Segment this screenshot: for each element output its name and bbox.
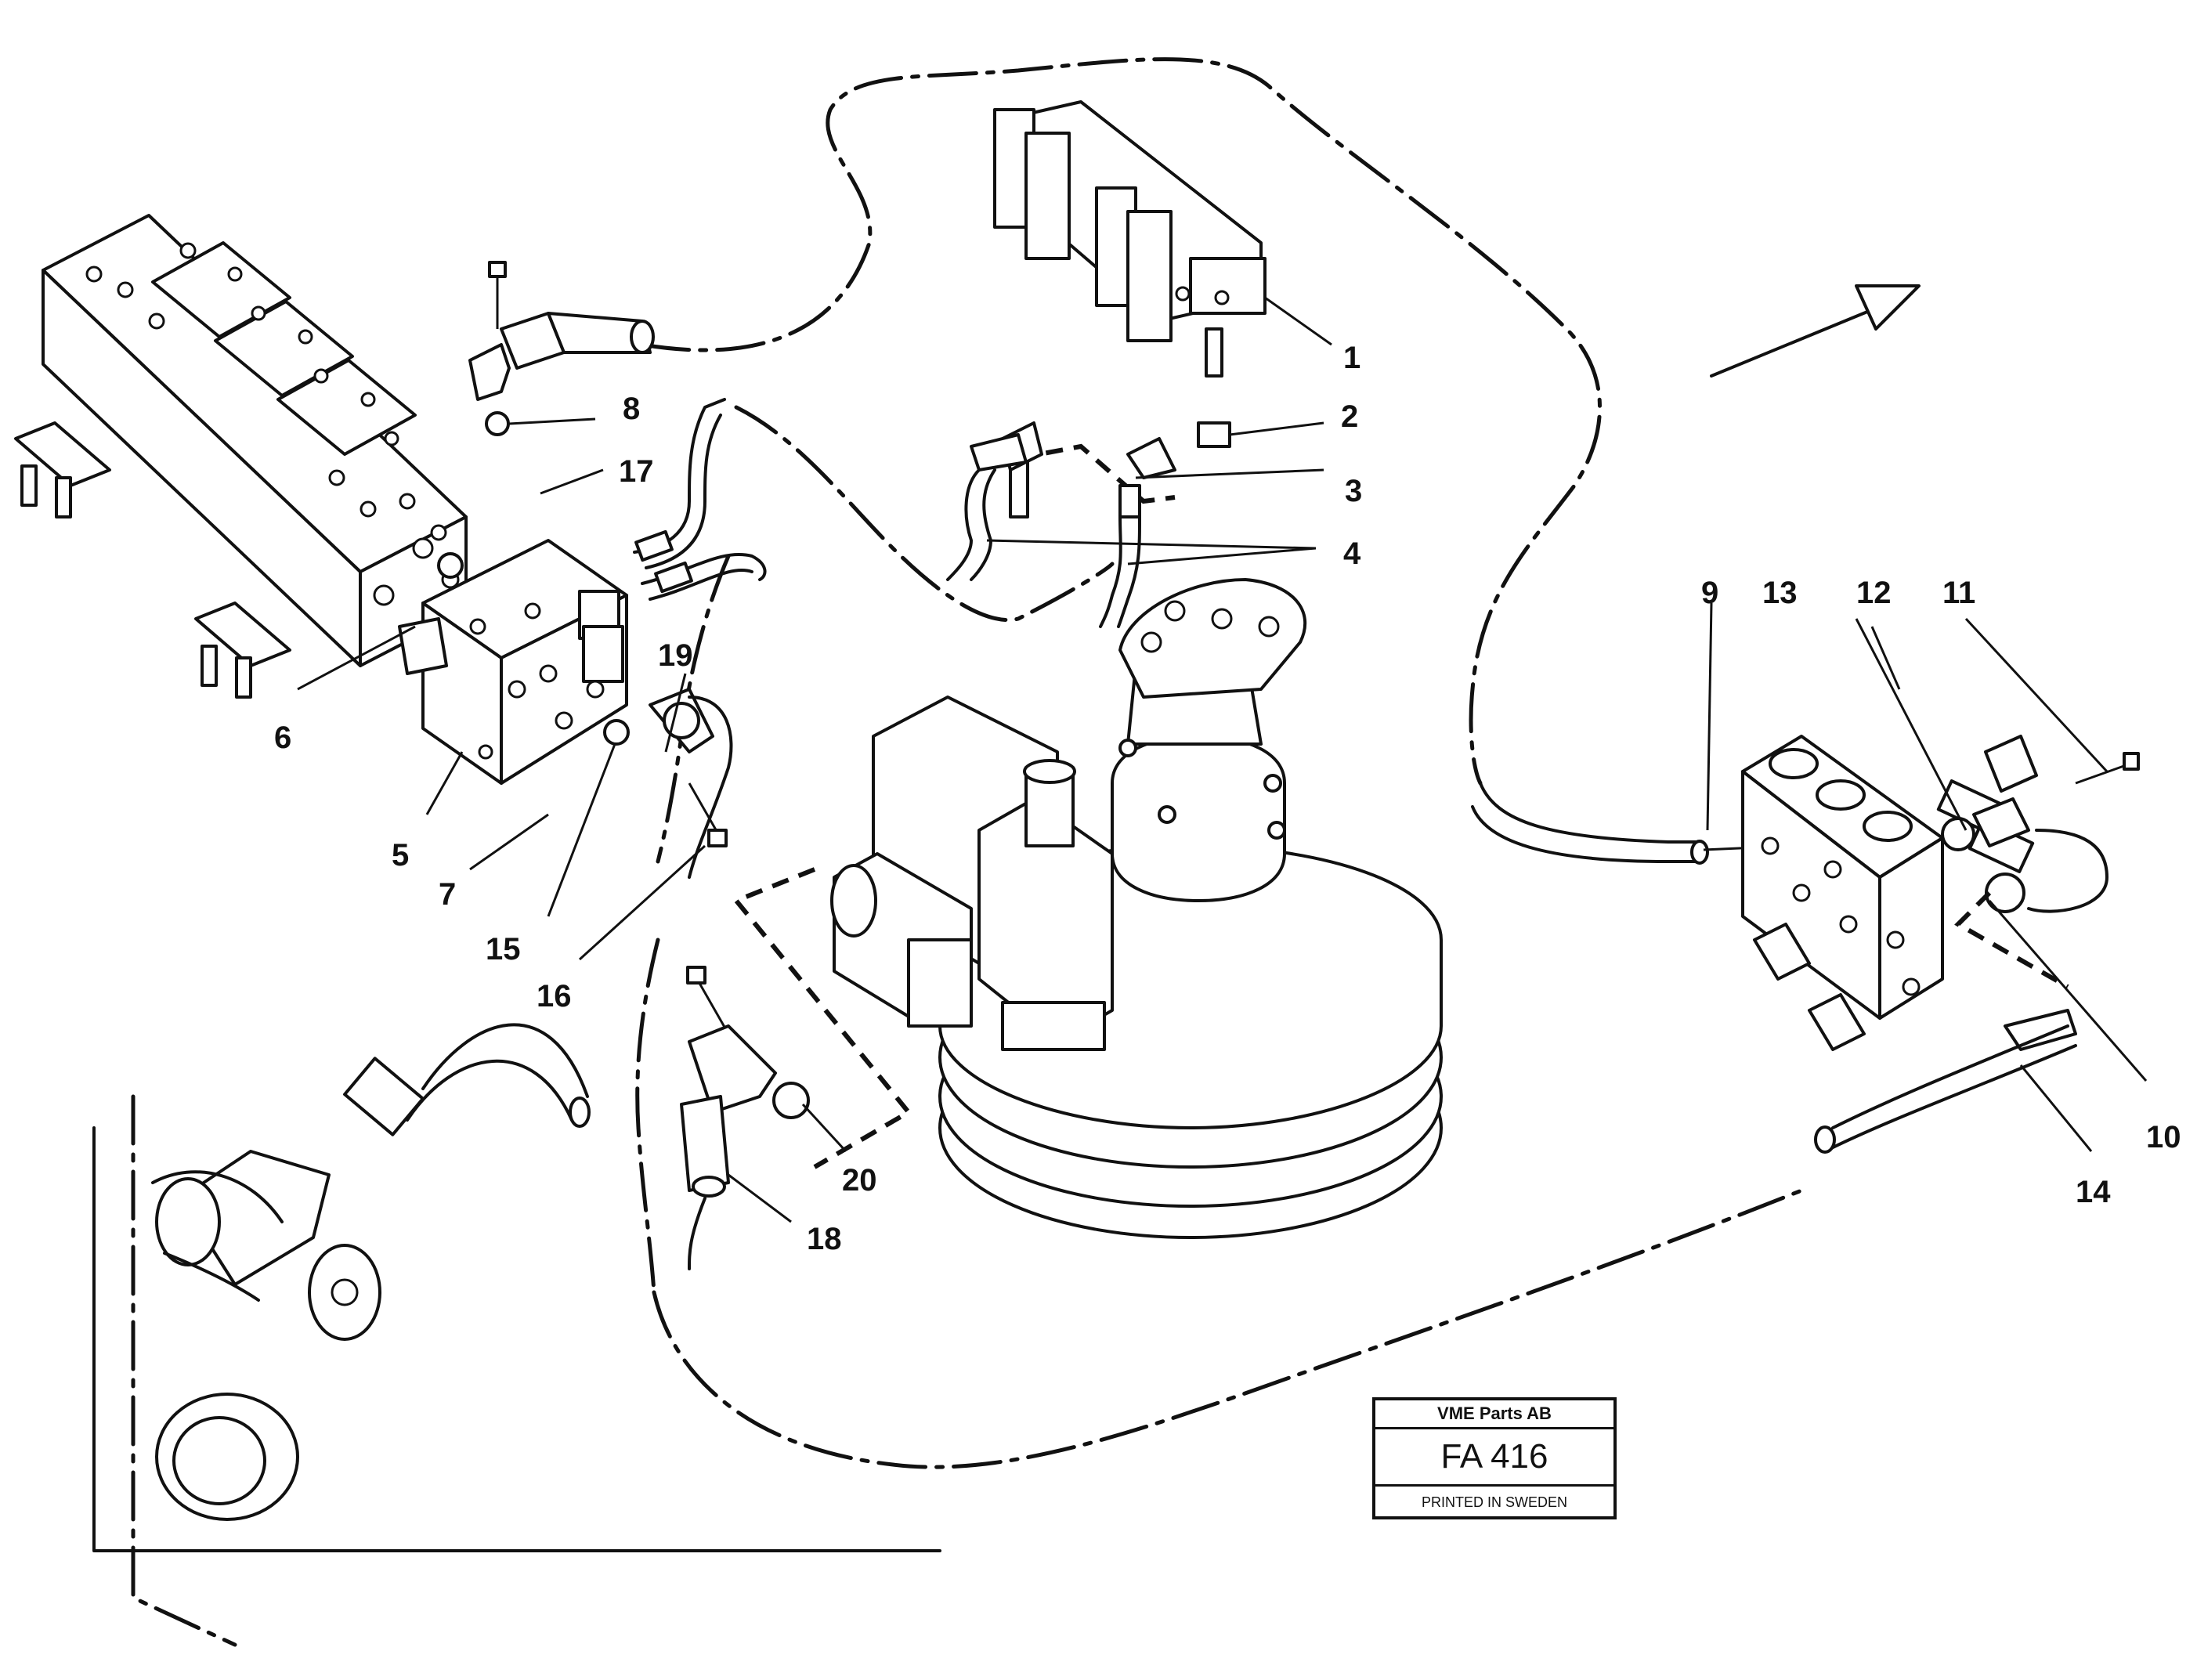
right-manifold	[1741, 735, 2140, 1051]
leader-lines	[297, 296, 2148, 1223]
callout-18: 18	[807, 1222, 842, 1256]
hose-4a	[946, 468, 981, 581]
hose-4b	[1099, 515, 1122, 628]
routing-boundary-bottom	[652, 1188, 1804, 1469]
solenoid-relay-block	[993, 100, 1267, 342]
title-block-code: FA 416	[1375, 1429, 1613, 1487]
callout-8: 8	[623, 392, 640, 426]
relay-dashed-link	[1017, 443, 1176, 504]
callout-10: 10	[2146, 1120, 2181, 1154]
upper-elbow-fitting	[468, 261, 655, 436]
title-block: VME Parts AB FA 416 PRINTED IN SWEDEN	[1372, 1397, 1617, 1519]
hose-9	[1479, 782, 1701, 844]
tank-outline	[92, 1094, 941, 1647]
lower-left-hose-assembly	[151, 1023, 591, 1341]
right-manifold-dashed	[1954, 891, 2069, 989]
hose-a-outer	[645, 414, 722, 569]
callout-11: 11	[1942, 576, 1975, 610]
pilot-valve-block	[398, 539, 630, 785]
hose-19-assembly	[649, 688, 733, 879]
hose-14	[2004, 1009, 2077, 1051]
hose-b-outer	[649, 569, 753, 601]
hose-14-body-outer	[1823, 1044, 2077, 1153]
direction-arrow	[1710, 284, 1921, 378]
callout-12: 12	[1856, 576, 1892, 610]
title-block-note: PRINTED IN SWEDEN	[1421, 1494, 1567, 1510]
hose-9-outer	[1471, 805, 1701, 863]
servo-valve-assembly	[830, 695, 1114, 1051]
callout-1: 1	[1343, 341, 1360, 375]
callout-7: 7	[439, 877, 456, 912]
callout-3: 3	[1345, 474, 1362, 508]
callout-14: 14	[2076, 1175, 2111, 1209]
title-block-company: VME Parts AB	[1375, 1400, 1613, 1429]
hose-4b-outer	[1117, 515, 1141, 628]
callout-6: 6	[274, 721, 291, 755]
hose-14-body	[1831, 1024, 2069, 1129]
hose-fittings-left	[634, 529, 693, 594]
callout-5: 5	[392, 838, 409, 873]
fittings-cluster	[970, 327, 1231, 518]
callout-20: 20	[842, 1163, 877, 1198]
callout-2: 2	[1341, 399, 1358, 434]
callout-15: 15	[486, 932, 521, 966]
routing-boundary-left	[734, 405, 1115, 622]
hose-4a-outer	[970, 468, 996, 581]
hose-9-end	[1690, 840, 1709, 865]
servo-dashed-link	[732, 867, 912, 1169]
callout-13: 13	[1762, 576, 1798, 610]
lower-elbow-fitting	[680, 966, 810, 1270]
callout-17: 17	[619, 454, 654, 489]
main-valve-block	[14, 214, 468, 699]
callout-labels: 1 2 3 4 5 6 7 8 9 10 11 12 13 14 15 16 1…	[274, 341, 2181, 1256]
routing-boundary-valve-link	[635, 938, 660, 1295]
callout-4: 4	[1343, 537, 1361, 571]
callout-9: 9	[1701, 576, 1718, 610]
routing-boundary-line	[640, 57, 1602, 786]
hose-14-end	[1814, 1125, 1836, 1154]
callout-19: 19	[658, 638, 693, 673]
callout-16: 16	[537, 979, 572, 1013]
